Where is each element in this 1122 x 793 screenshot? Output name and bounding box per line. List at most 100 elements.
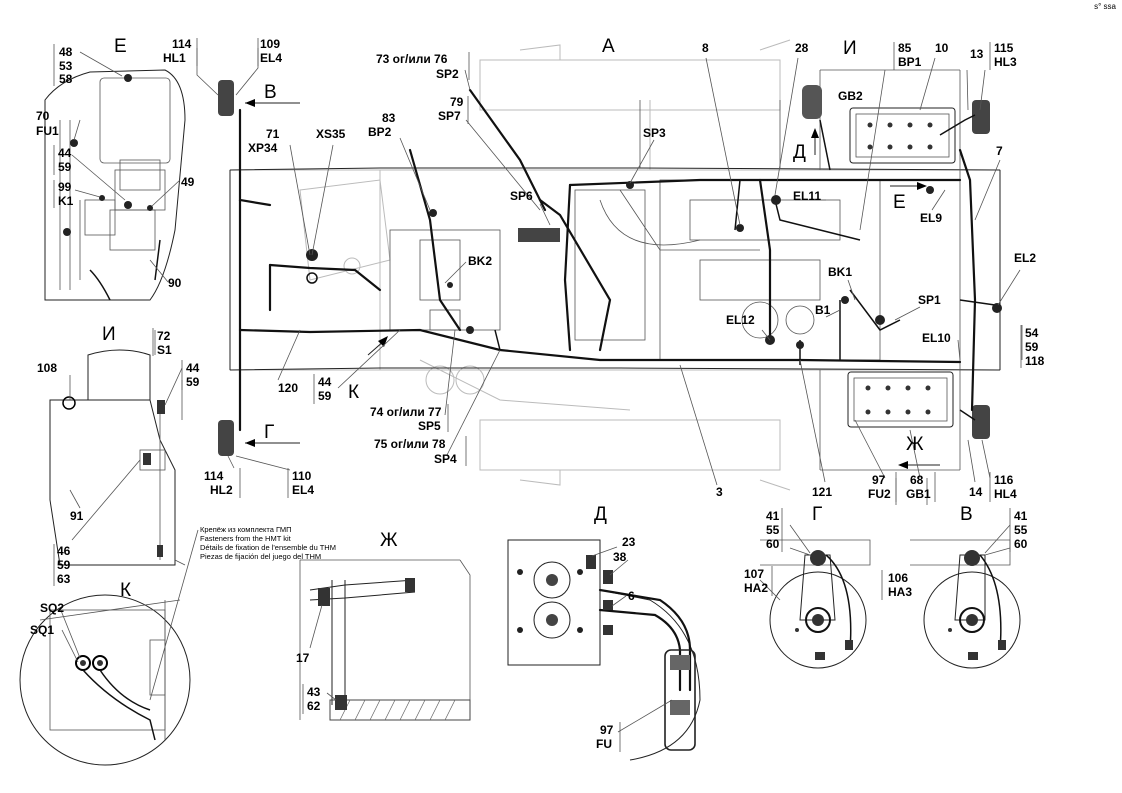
label-109: 109 bbox=[260, 37, 280, 51]
label-13: 13 bbox=[970, 47, 984, 61]
label-el4-top: EL4 bbox=[260, 51, 282, 65]
label-99: 99 bbox=[58, 180, 72, 194]
lamp-hl3 bbox=[972, 100, 990, 134]
view-letter-k-arrow: К bbox=[348, 382, 359, 403]
beacon-i bbox=[802, 85, 822, 119]
view-letter-a: A bbox=[602, 36, 615, 57]
view-letter-d-arrow: Д bbox=[793, 142, 806, 163]
view-letter-zh-detail: Ж bbox=[380, 530, 398, 551]
label-79: 79 bbox=[450, 95, 464, 109]
label-55-g: 55 bbox=[766, 523, 780, 537]
label-44-i: 44 bbox=[186, 361, 200, 375]
label-75-78: 75 ог/или 78 bbox=[374, 437, 446, 451]
sensor-sp6 bbox=[518, 228, 560, 242]
label-53: 53 bbox=[59, 59, 73, 73]
view-letter-i-detail: И bbox=[102, 324, 116, 345]
view-letter-g-detail: Г bbox=[812, 504, 822, 525]
detail-i-reservoir bbox=[49, 330, 186, 566]
leader-lines bbox=[196, 48, 1023, 505]
view-letter-d-detail: Д bbox=[594, 504, 607, 525]
label-sq2: SQ2 bbox=[40, 601, 64, 615]
detail-zh bbox=[299, 559, 471, 721]
fasteners-note: Крепёж из комплекта ГМП Fasteners from t… bbox=[200, 525, 336, 561]
label-48: 48 bbox=[59, 45, 73, 59]
label-59-lower: 59 bbox=[57, 558, 71, 572]
label-8: 8 bbox=[702, 41, 709, 55]
label-bk2: BK2 bbox=[468, 254, 492, 268]
detail-d bbox=[507, 539, 701, 761]
label-90: 90 bbox=[168, 276, 182, 290]
label-44-mid: 44 bbox=[318, 375, 332, 389]
label-k1: K1 bbox=[58, 194, 74, 208]
label-60-v: 60 bbox=[1014, 537, 1028, 551]
label-7: 7 bbox=[996, 144, 1003, 158]
label-hl4: HL4 bbox=[994, 487, 1017, 501]
label-59-e: 59 bbox=[58, 160, 72, 174]
label-114-bottom: 114 bbox=[204, 469, 224, 483]
label-121: 121 bbox=[812, 485, 832, 499]
label-ha2: HA2 bbox=[744, 581, 768, 595]
label-118: 118 bbox=[1025, 354, 1045, 368]
label-17: 17 bbox=[296, 651, 310, 665]
view-letter-e-main: Е bbox=[114, 36, 127, 57]
label-71: 71 bbox=[266, 127, 280, 141]
note-line-fr: Détails de fixation de l'ensemble du THM bbox=[200, 543, 336, 552]
label-fu2: FU2 bbox=[868, 487, 891, 501]
label-gb1: GB1 bbox=[906, 487, 931, 501]
label-114-top: 114 bbox=[172, 37, 192, 51]
detail-e bbox=[44, 51, 186, 301]
view-letter-e-arrow: Е bbox=[893, 192, 906, 213]
label-el2: EL2 bbox=[1014, 251, 1036, 265]
label-108: 108 bbox=[37, 361, 57, 375]
detail-g-horn bbox=[759, 524, 871, 669]
label-el12: EL12 bbox=[726, 313, 755, 327]
view-letter-i-main: И bbox=[843, 38, 857, 59]
label-tick-bars bbox=[53, 38, 1022, 752]
label-sp7: SP7 bbox=[438, 109, 461, 123]
note-line-ru: Крепёж из комплекта ГМП bbox=[200, 525, 292, 534]
label-el4-bottom: EL4 bbox=[292, 483, 314, 497]
label-hl2: HL2 bbox=[210, 483, 233, 497]
label-68: 68 bbox=[910, 473, 924, 487]
label-sq1: SQ1 bbox=[30, 623, 54, 637]
label-sp5: SP5 bbox=[418, 419, 441, 433]
label-110: 110 bbox=[292, 469, 312, 483]
label-41-v: 41 bbox=[1014, 509, 1028, 523]
label-fu: FU bbox=[596, 737, 612, 751]
label-sp3: SP3 bbox=[643, 126, 666, 140]
label-91: 91 bbox=[70, 509, 84, 523]
label-hl1: HL1 bbox=[163, 51, 186, 65]
label-ha3: HA3 bbox=[888, 585, 912, 599]
label-sp2: SP2 bbox=[436, 67, 459, 81]
label-55-v: 55 bbox=[1014, 523, 1028, 537]
label-14: 14 bbox=[969, 485, 983, 499]
label-bk1: BK1 bbox=[828, 265, 852, 279]
label-83: 83 bbox=[382, 111, 396, 125]
label-el9: EL9 bbox=[920, 211, 942, 225]
battery-gb2 bbox=[849, 107, 956, 164]
label-28: 28 bbox=[795, 41, 809, 55]
label-hl3: HL3 bbox=[994, 55, 1017, 69]
label-120: 120 bbox=[278, 381, 298, 395]
label-58: 58 bbox=[59, 72, 73, 86]
wiring-harness bbox=[238, 88, 1002, 432]
label-97-main: 97 bbox=[872, 473, 886, 487]
label-bp1: BP1 bbox=[898, 55, 922, 69]
label-38: 38 bbox=[613, 550, 627, 564]
label-bp2: BP2 bbox=[368, 125, 392, 139]
label-6: 6 bbox=[628, 589, 635, 603]
label-49: 49 bbox=[181, 175, 195, 189]
label-116: 116 bbox=[994, 473, 1014, 487]
lamp-hl2 bbox=[218, 420, 234, 456]
label-54: 54 bbox=[1025, 326, 1039, 340]
label-el10: EL10 bbox=[922, 331, 951, 345]
label-s1: S1 bbox=[157, 343, 172, 357]
lamp-hl1 bbox=[218, 80, 234, 116]
label-74-77: 74 ог/или 77 bbox=[370, 405, 442, 419]
label-gb2: GB2 bbox=[838, 89, 863, 103]
label-106: 106 bbox=[888, 571, 908, 585]
label-sp6: SP6 bbox=[510, 189, 533, 203]
view-letter-v-arrow: В bbox=[264, 82, 277, 103]
label-3: 3 bbox=[716, 485, 723, 499]
